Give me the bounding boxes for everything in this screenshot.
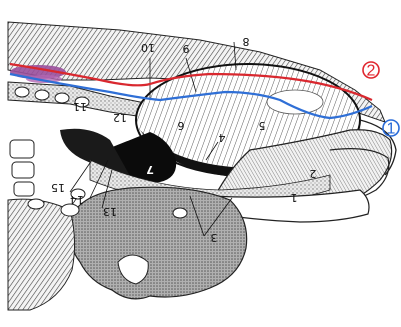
label-4: 4 (219, 131, 226, 144)
label-9: 9 (183, 42, 190, 55)
label-8: 8 (243, 35, 250, 48)
label-1: 1 (291, 191, 298, 204)
label-11: 11 (73, 100, 87, 113)
label-15: 15 (51, 181, 65, 194)
label-13: 13 (103, 205, 117, 218)
label-3: 3 (211, 231, 218, 244)
label-5: 5 (259, 119, 266, 132)
label-14: 14 (70, 193, 84, 206)
label-10: 10 (141, 41, 155, 54)
label-12: 12 (113, 111, 127, 124)
label-6: 6 (178, 119, 185, 132)
svg-text:2: 2 (367, 63, 376, 80)
label-2: 2 (310, 167, 317, 180)
tracheal-rings (10, 140, 34, 196)
label-7: 7 (146, 163, 154, 176)
svg-text:1: 1 (387, 121, 396, 138)
